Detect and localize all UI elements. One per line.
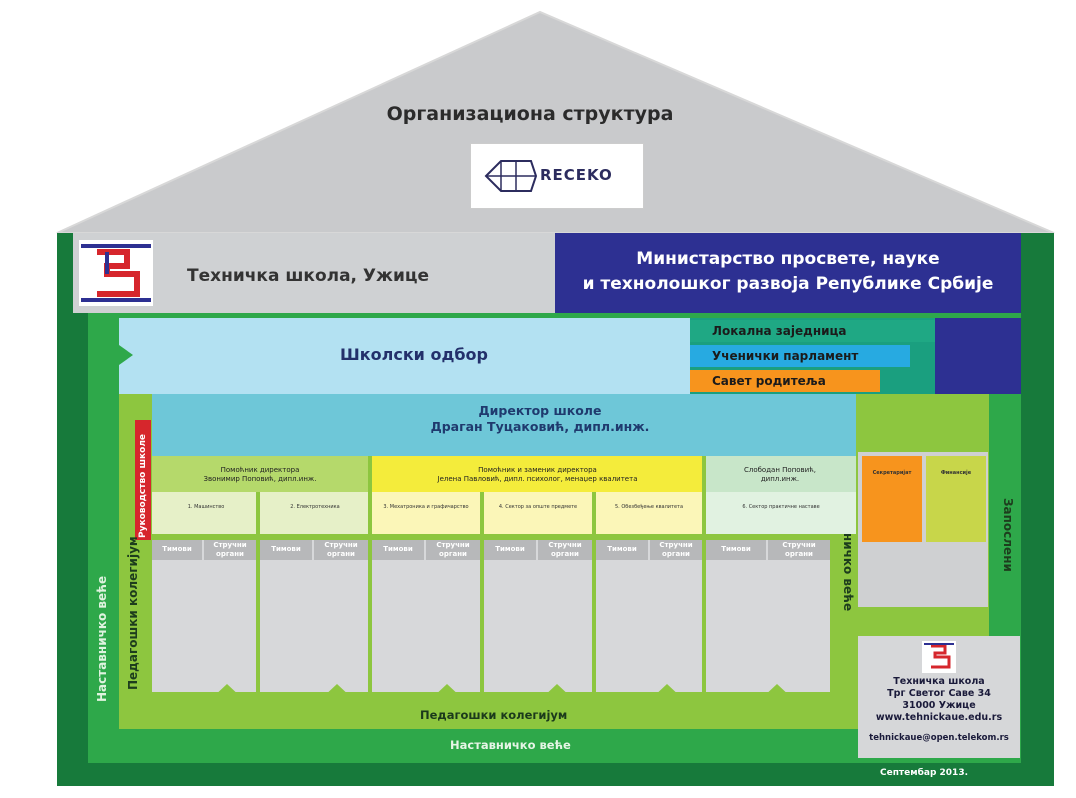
ministry-extension bbox=[935, 318, 1021, 394]
bodies-header-6-label: Стручни органи bbox=[782, 541, 816, 558]
unit-5-bg bbox=[596, 492, 702, 534]
contact-web[interactable]: www.tehnickaue.edu.rs bbox=[875, 712, 1003, 723]
contact-box bbox=[858, 636, 1020, 758]
dept-head-2-bg bbox=[372, 456, 702, 492]
school-header bbox=[73, 233, 556, 313]
unit-2-label: 2. Електротехника bbox=[290, 504, 340, 510]
dept-head-3-bg bbox=[706, 456, 856, 492]
secretariat-label: Секретаријат bbox=[872, 470, 912, 476]
bodies-header-5-label: Стручни органи bbox=[659, 541, 693, 558]
contact-line1: Техничка школа bbox=[893, 676, 985, 687]
contact-line2: Трг Светог Саве 34 bbox=[887, 688, 991, 699]
secretariat-box bbox=[862, 456, 922, 542]
director-bar bbox=[152, 394, 856, 456]
receko-logo bbox=[470, 143, 644, 209]
tag-parents-council-label: Савет родитеља bbox=[712, 374, 826, 388]
page-title: Организациона структура bbox=[386, 103, 674, 125]
unit-6-bg bbox=[706, 492, 856, 534]
board-arrow-icon bbox=[119, 345, 133, 365]
unit-3-label: 3. Мехатроника и графичарство bbox=[383, 504, 469, 510]
ministry-line1: Министарство просвете, науке bbox=[636, 249, 940, 269]
teams-header-6-label: Тимови bbox=[721, 545, 751, 553]
tag-student-parliament-label: Ученички парламент bbox=[712, 349, 859, 363]
bodies-header-1: Стручни органи bbox=[204, 540, 256, 560]
contact-info: Техничка школа Трг Светог Саве 34 31000 … bbox=[858, 676, 1020, 744]
tag-student-parliament: Ученички парламент bbox=[690, 345, 910, 367]
unit-6-label: 6. Сектор практичне наставе bbox=[742, 504, 820, 510]
teams-header-4: Тимови bbox=[484, 540, 536, 560]
receko-logo-text: RECEKO bbox=[540, 166, 613, 184]
unit-2-column bbox=[260, 540, 368, 692]
teams-header-1-label: Тимови bbox=[162, 545, 192, 553]
teams-header-3-label: Тимови bbox=[383, 545, 413, 553]
unit-4-column bbox=[484, 540, 592, 692]
teams-header-3: Тимови bbox=[372, 540, 424, 560]
bodies-header-4: Стручни органи bbox=[538, 540, 592, 560]
unit-3-column bbox=[372, 540, 480, 692]
teachers-council-label: Наставничко веће bbox=[450, 738, 571, 752]
pedagogical-collegium-bar bbox=[152, 697, 842, 727]
contact-line3: 31000 Ужице bbox=[902, 700, 976, 711]
unit-6-column bbox=[706, 540, 830, 692]
teams-header-2-label: Тимови bbox=[271, 545, 301, 553]
management-bar bbox=[135, 420, 151, 540]
school-name: Техничка школа, Ужице bbox=[187, 266, 429, 286]
director-title: Директор школе bbox=[478, 403, 602, 418]
bodies-header-5: Стручни органи bbox=[650, 540, 702, 560]
unit-2-bg bbox=[260, 492, 368, 534]
bodies-header-3: Стручни органи bbox=[426, 540, 480, 560]
pedagogical-collegium-side-label: Педагошки колегијум bbox=[126, 536, 140, 690]
unit-1-column bbox=[152, 540, 256, 692]
teams-header-4-label: Тимови bbox=[495, 545, 525, 553]
teams-header-5: Тимови bbox=[596, 540, 648, 560]
bodies-header-3-label: Стручни органи bbox=[436, 541, 470, 558]
teams-header-5-label: Тимови bbox=[607, 545, 637, 553]
date-label: Септембар 2013. bbox=[880, 768, 969, 778]
teachers-council-side-label: Наставничко веће bbox=[95, 575, 109, 702]
director: Директор школе Драган Туцаковић, дипл.ин… bbox=[420, 403, 660, 435]
unit-4-label: 4. Сектор за опште предмете bbox=[498, 504, 578, 510]
school-logo-icon bbox=[79, 240, 153, 306]
school-small-logo-icon bbox=[922, 641, 956, 673]
collegium-arrows bbox=[212, 684, 792, 698]
bodies-header-2: Стручни органи bbox=[314, 540, 368, 560]
teams-header-6: Тимови bbox=[706, 540, 766, 560]
ministry-line2: и технолошког развоја Републике Србије bbox=[582, 274, 994, 294]
finance-label: Финансије bbox=[940, 470, 972, 476]
school-board-label: Школски одбор bbox=[340, 345, 488, 364]
unit-1-bg bbox=[152, 492, 256, 534]
pedagogical-collegium-label: Педагошки колегијум bbox=[420, 708, 568, 722]
director-name: Драган Туцаковић, дипл.инж. bbox=[430, 419, 650, 434]
bodies-header-6: Стручни органи bbox=[768, 540, 830, 560]
bodies-header-2-label: Стручни органи bbox=[324, 541, 358, 558]
teams-header-1: Тимови bbox=[152, 540, 202, 560]
unit-1-label: 1. Машинство bbox=[187, 504, 225, 510]
dept-head-1-bg bbox=[152, 456, 368, 492]
unit-5-column bbox=[596, 540, 702, 692]
employees-label: Запослени bbox=[1001, 498, 1015, 572]
contact-email[interactable]: tehnickaue@open.telekom.rs bbox=[869, 733, 1009, 743]
bodies-header-1-label: Стручни органи bbox=[213, 541, 247, 558]
receko-logo-icon bbox=[484, 160, 538, 192]
teams-header-2: Тимови bbox=[260, 540, 312, 560]
unit-4-bg bbox=[484, 492, 592, 534]
tag-local-community: Локална заједница bbox=[690, 320, 935, 342]
finance-box bbox=[926, 456, 986, 542]
unit-5-label: 5. Обезбеђење квалитета bbox=[614, 504, 684, 510]
management-label: Руководство школе bbox=[138, 433, 148, 538]
tag-local-community-label: Локална заједница bbox=[712, 324, 847, 338]
dept-head-3: Слободан Поповић,дипл.инж. bbox=[743, 466, 817, 483]
tag-parents-council: Савет родитеља bbox=[690, 370, 880, 392]
bodies-header-4-label: Стручни органи bbox=[548, 541, 582, 558]
unit-3-bg bbox=[372, 492, 480, 534]
ministry-box: Министарство просвете, науке и технолошк… bbox=[555, 233, 1021, 313]
